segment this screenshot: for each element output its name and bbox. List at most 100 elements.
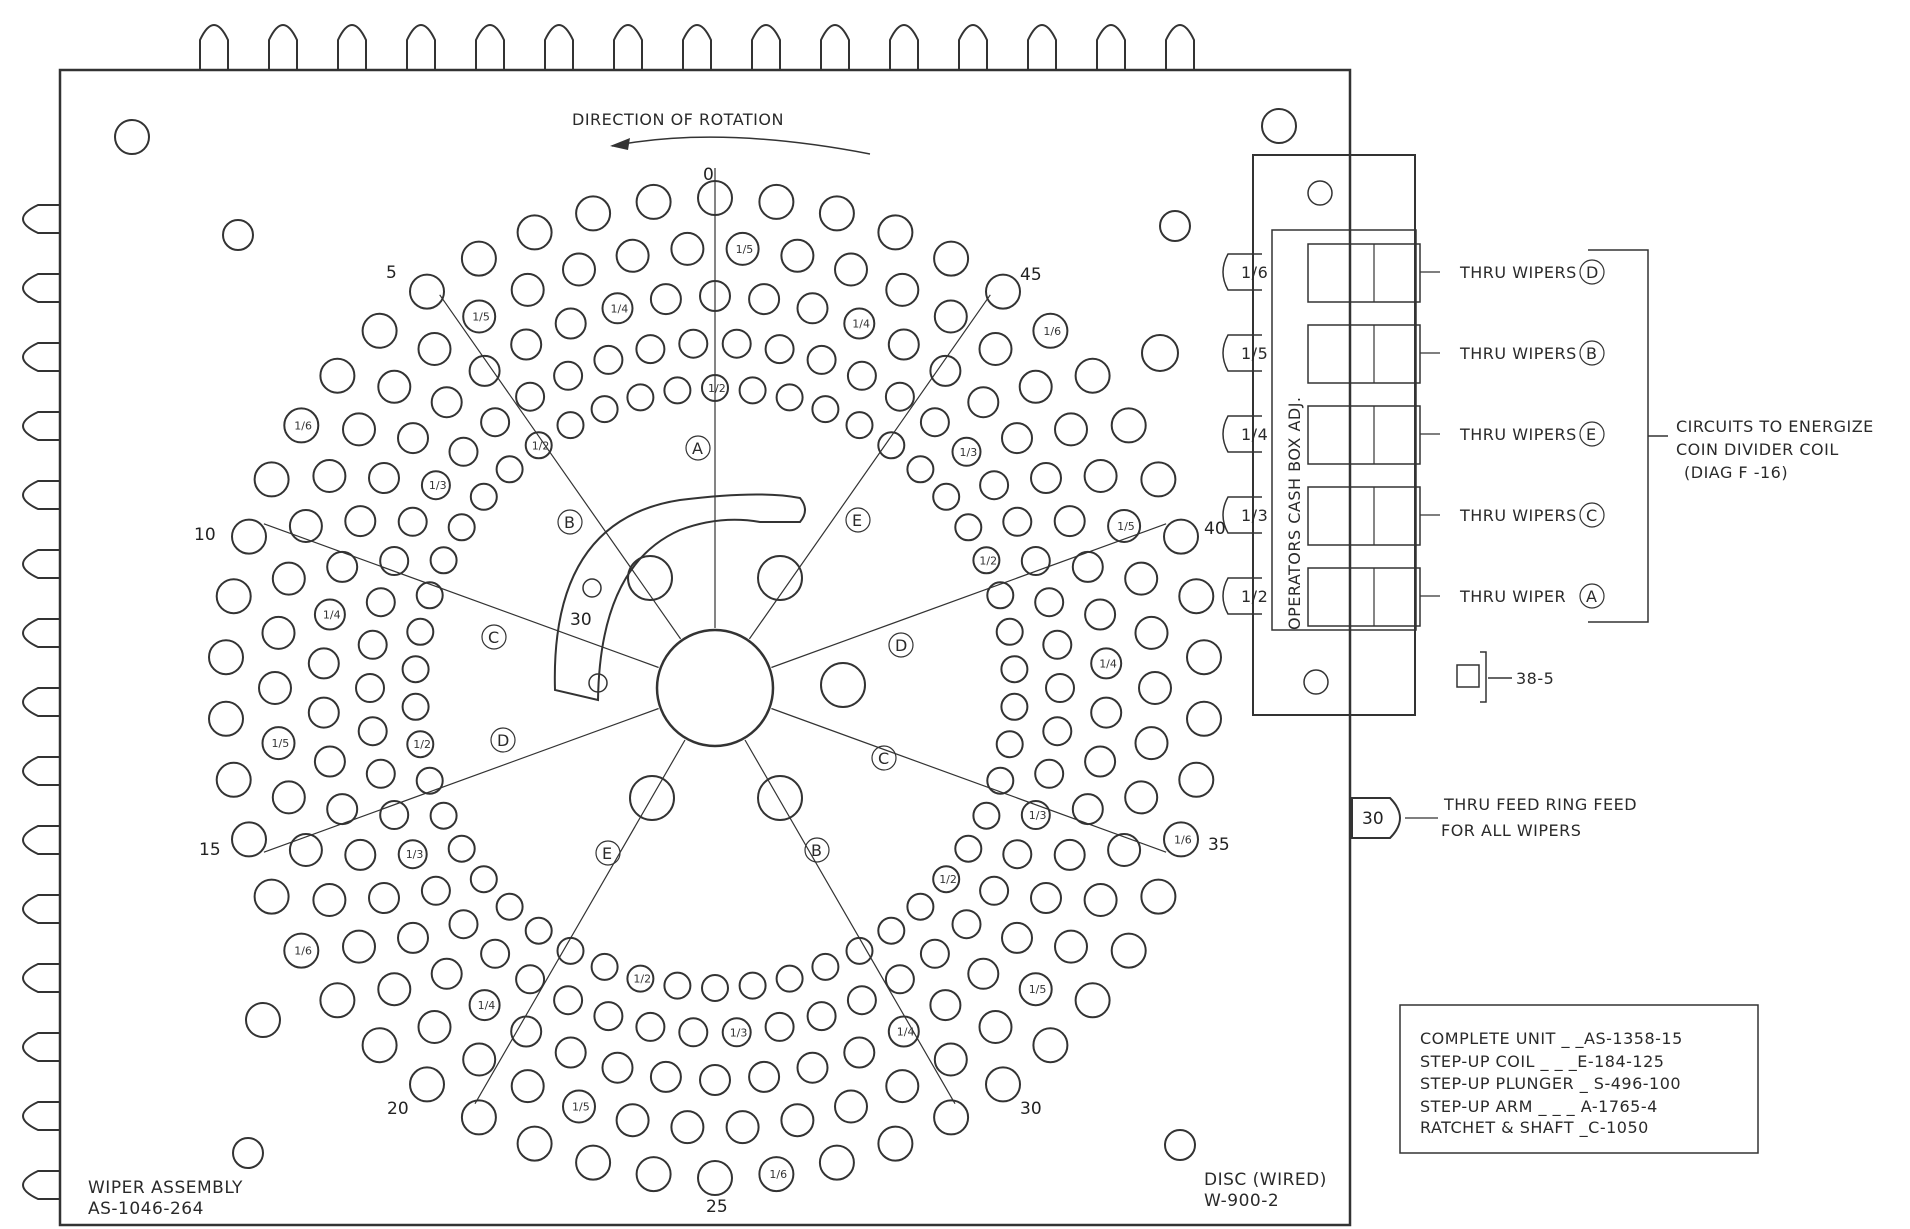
left-loop — [22, 756, 60, 786]
contact — [635, 1011, 666, 1042]
step-up-arm — [553, 493, 806, 702]
contact — [365, 587, 396, 618]
contact — [524, 916, 553, 945]
wiper-spoke — [771, 523, 1167, 669]
contact — [1140, 878, 1177, 915]
contact — [448, 436, 479, 467]
contact-fraction: 1/4 — [1099, 657, 1117, 670]
contact — [510, 1015, 543, 1048]
contact — [283, 932, 320, 969]
contact — [447, 513, 476, 542]
terminal-slot — [1307, 405, 1421, 465]
contact — [806, 1001, 837, 1032]
contact — [615, 1103, 650, 1138]
contact — [590, 952, 619, 981]
contact-fraction: 1/2 — [708, 382, 726, 395]
mount-hole-top-right — [1261, 108, 1297, 144]
svg-text:A: A — [692, 439, 703, 458]
contact-fraction: 1/6 — [769, 1168, 787, 1181]
inner-hole — [757, 555, 803, 601]
contact — [1186, 700, 1222, 737]
contact — [649, 1060, 682, 1093]
contact — [1020, 800, 1051, 830]
left-loop — [22, 273, 60, 303]
contact-fraction: 1/5 — [736, 243, 754, 256]
contact — [307, 647, 340, 680]
contact — [738, 376, 767, 405]
contact — [261, 615, 296, 650]
wiper-spoke — [263, 523, 659, 669]
contact — [670, 1110, 705, 1145]
left-loop — [22, 411, 60, 441]
contact — [429, 546, 458, 575]
circuits-line2: COIN DIVIDER COIL — [1676, 440, 1839, 459]
contact — [626, 383, 655, 412]
contact — [231, 518, 267, 555]
contact — [954, 834, 983, 863]
contact — [649, 283, 682, 316]
contact — [887, 1015, 920, 1048]
left-loop — [22, 825, 60, 855]
contact — [575, 195, 612, 232]
position-number-30: 30 — [1020, 1099, 1042, 1119]
terminal-slot — [1307, 324, 1421, 384]
contact — [377, 972, 412, 1007]
contact — [846, 985, 877, 1016]
terminal-slot — [1307, 486, 1421, 546]
contact — [601, 1051, 634, 1084]
contact — [448, 909, 479, 940]
wiper-letter-e-right: E — [845, 507, 871, 533]
circuits-line1: CIRCUITS TO ENERGIZE — [1676, 417, 1874, 436]
contact — [932, 482, 961, 511]
contact — [1140, 461, 1177, 498]
inner-hole — [627, 555, 673, 601]
contact — [562, 252, 596, 287]
contact — [663, 971, 692, 1000]
position-number-15: 15 — [199, 840, 221, 860]
contact — [430, 957, 463, 990]
contact-fraction: 1/4 — [611, 302, 629, 315]
contact — [415, 581, 444, 610]
contact-fraction: 1/6 — [294, 945, 312, 958]
top-loop — [682, 24, 712, 70]
top-terminal-loops — [199, 24, 1195, 70]
contact — [818, 1144, 855, 1181]
contact — [967, 386, 1000, 419]
wiper-letter-b: B — [557, 509, 583, 535]
contact — [1124, 780, 1159, 815]
contact — [670, 231, 705, 266]
inner-hole — [757, 775, 803, 821]
contact — [417, 1010, 452, 1044]
contact — [593, 1001, 624, 1032]
svg-text:D: D — [895, 636, 908, 655]
contact — [469, 482, 498, 511]
contact — [1030, 462, 1062, 494]
svg-text:B: B — [811, 841, 822, 860]
contact — [818, 195, 855, 232]
wiper-route-letter: D — [1586, 263, 1599, 282]
contact — [516, 1125, 553, 1162]
position-number-5: 5 — [386, 263, 397, 283]
contact-fraction: 1/5 — [1117, 520, 1135, 533]
contact — [979, 470, 1010, 501]
position-number-35: 35 — [1208, 835, 1230, 855]
pin-hole — [582, 578, 602, 598]
contact — [368, 882, 400, 914]
top-loop — [1165, 24, 1195, 70]
contact — [271, 561, 306, 596]
wiper-spoke — [474, 739, 686, 1104]
contact — [401, 692, 430, 721]
svg-text:D: D — [497, 731, 510, 750]
contact — [1178, 761, 1215, 798]
contact — [1053, 838, 1086, 871]
contact — [283, 407, 320, 444]
contact — [379, 546, 410, 576]
contact — [986, 766, 1015, 795]
contact — [1074, 982, 1111, 1019]
contact — [1134, 726, 1169, 761]
contact — [368, 462, 400, 494]
contact — [288, 509, 323, 543]
contact — [379, 800, 410, 830]
